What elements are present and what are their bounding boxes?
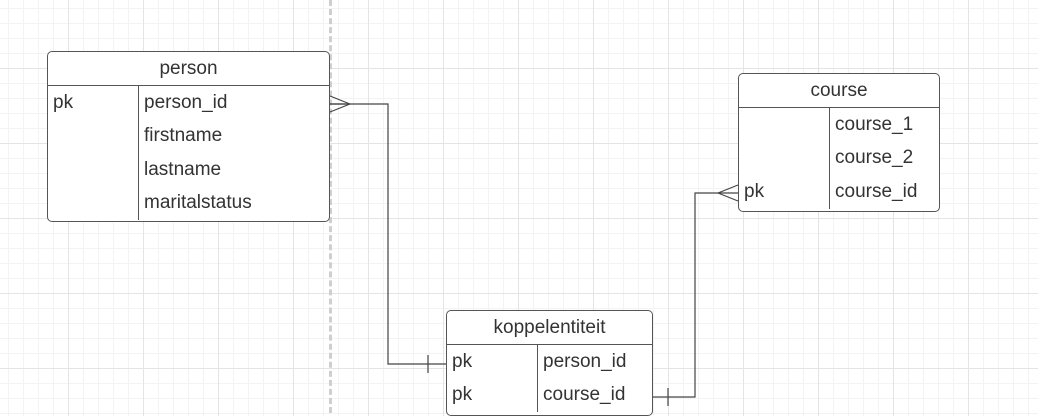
entity-title: course — [739, 74, 939, 108]
field-name: lastname — [144, 158, 222, 180]
field-row[interactable]: course_1 — [739, 108, 939, 142]
field-row[interactable]: maritalstatus — [48, 187, 329, 221]
entity-koppelentiteit[interactable]: koppelentiteit pk person_id pk course_id — [446, 310, 653, 416]
entity-fields: course_1 course_2 pk course_id — [739, 108, 939, 209]
crows-foot-many-marker — [329, 95, 351, 113]
entity-fields: pk person_id firstname lastname maritals… — [48, 86, 329, 220]
entity-fields: pk person_id pk course_id — [447, 345, 652, 412]
field-name: person_id — [543, 350, 627, 372]
field-row[interactable]: pk course_id — [739, 175, 939, 209]
field-row[interactable]: lastname — [48, 153, 329, 187]
field-name: person_id — [144, 91, 228, 113]
relationship-person-koppelentiteit[interactable] — [329, 95, 446, 373]
crows-foot-many-marker — [717, 184, 739, 202]
field-name: course_1 — [835, 113, 914, 135]
entity-title: person — [48, 52, 329, 86]
connector-line — [330, 103, 446, 365]
field-name: firstname — [144, 125, 223, 147]
field-name: course_id — [835, 180, 918, 202]
field-name: course_2 — [835, 147, 914, 169]
field-name: course_id — [543, 384, 626, 406]
entity-course[interactable]: course course_1 course_2 pk course_id — [738, 73, 940, 212]
key-cell: pk — [744, 180, 765, 202]
key-cell: pk — [53, 91, 74, 113]
relationship-koppelentiteit-course[interactable] — [653, 184, 739, 406]
field-name: maritalstatus — [144, 192, 252, 214]
field-row[interactable]: firstname — [48, 120, 329, 154]
field-row[interactable]: course_2 — [739, 142, 939, 176]
field-row[interactable]: pk course_id — [447, 379, 652, 413]
key-cell: pk — [452, 384, 473, 406]
entity-person[interactable]: person pk person_id firstname lastname m… — [47, 51, 330, 222]
entity-title: koppelentiteit — [447, 311, 652, 345]
key-column — [48, 86, 139, 220]
key-column — [447, 345, 538, 412]
page-break-line — [329, 0, 332, 413]
key-cell: pk — [452, 350, 473, 372]
field-row[interactable]: pk person_id — [48, 86, 329, 120]
connector-line — [653, 192, 738, 398]
field-row[interactable]: pk person_id — [447, 345, 652, 379]
key-column — [739, 108, 830, 209]
